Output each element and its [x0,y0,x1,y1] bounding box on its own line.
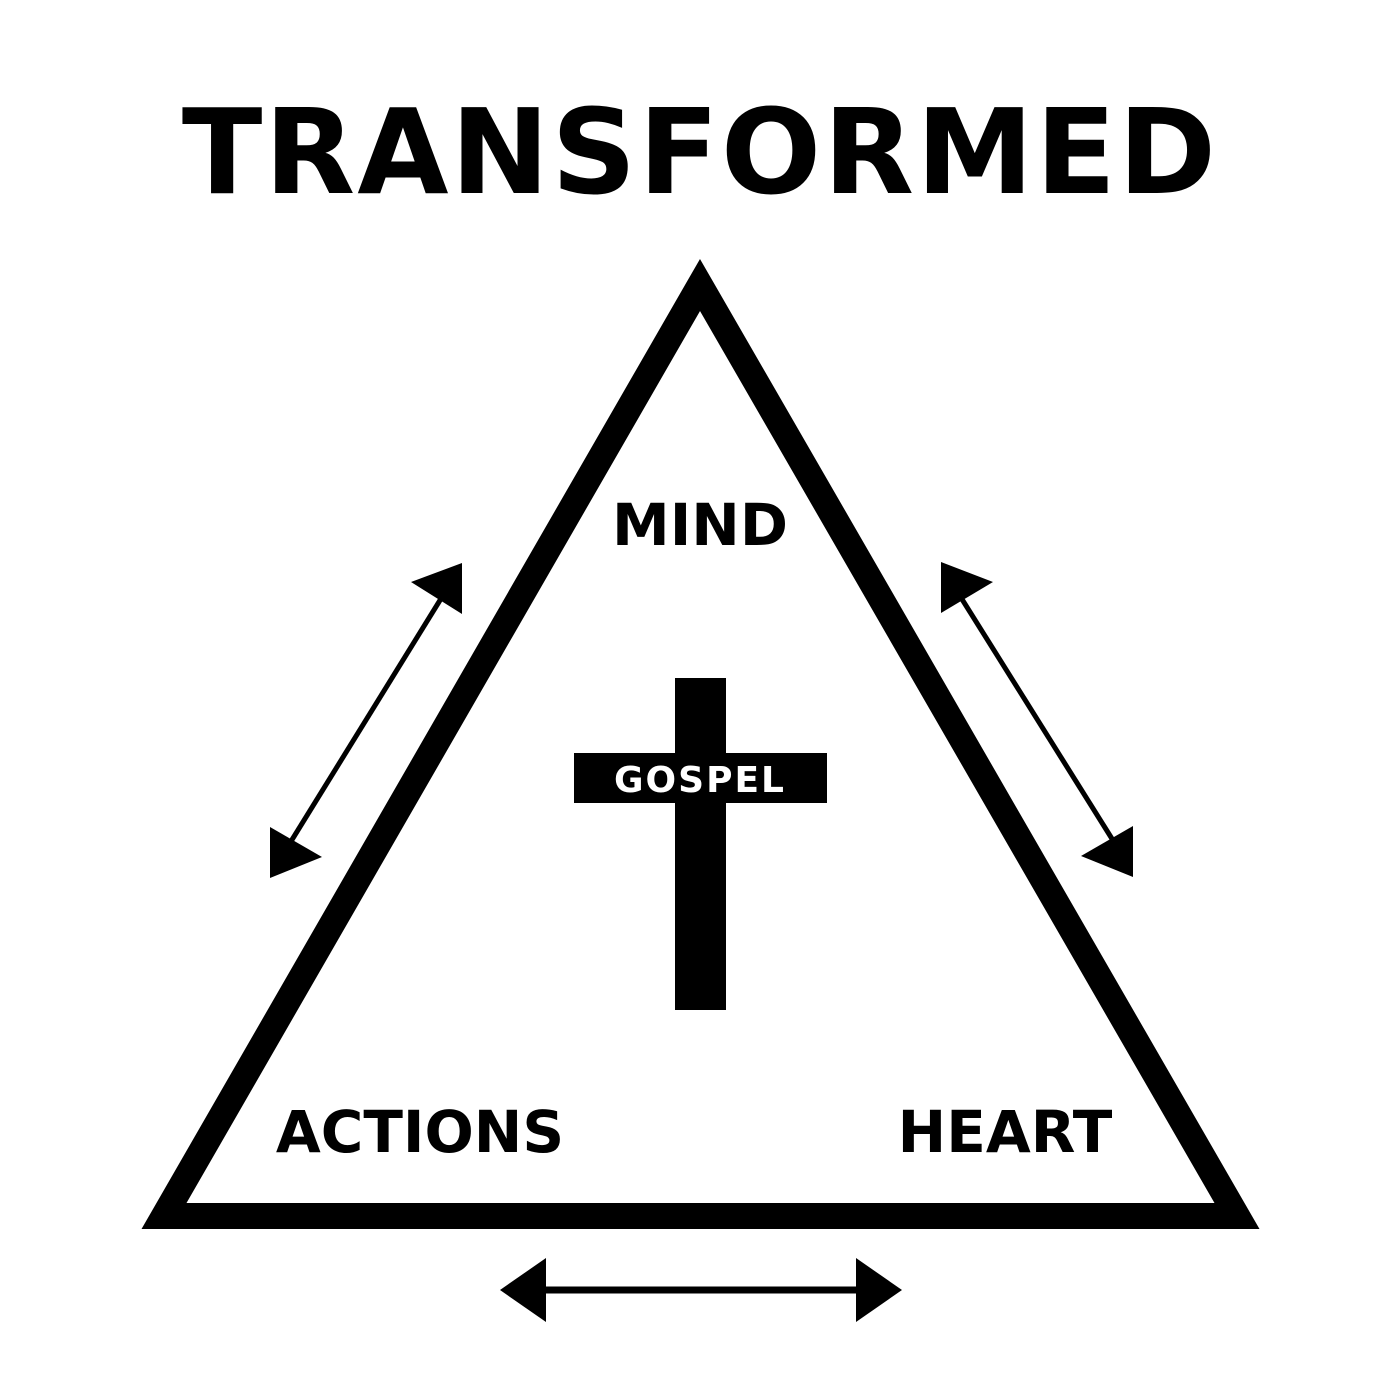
node-label-mind: MIND [612,491,788,559]
page-title: TRANSFORMED [181,83,1219,221]
node-label-heart: HEART [898,1098,1113,1166]
triangle-outline [141,258,1260,1229]
node-label-actions: ACTIONS [276,1098,564,1166]
cross-icon [574,678,827,1010]
left-double-arrow-icon [270,563,462,878]
cross-label-gospel: GOSPEL [614,760,786,801]
right-double-arrow-icon [941,562,1133,877]
bottom-double-arrow-icon [500,1258,902,1322]
